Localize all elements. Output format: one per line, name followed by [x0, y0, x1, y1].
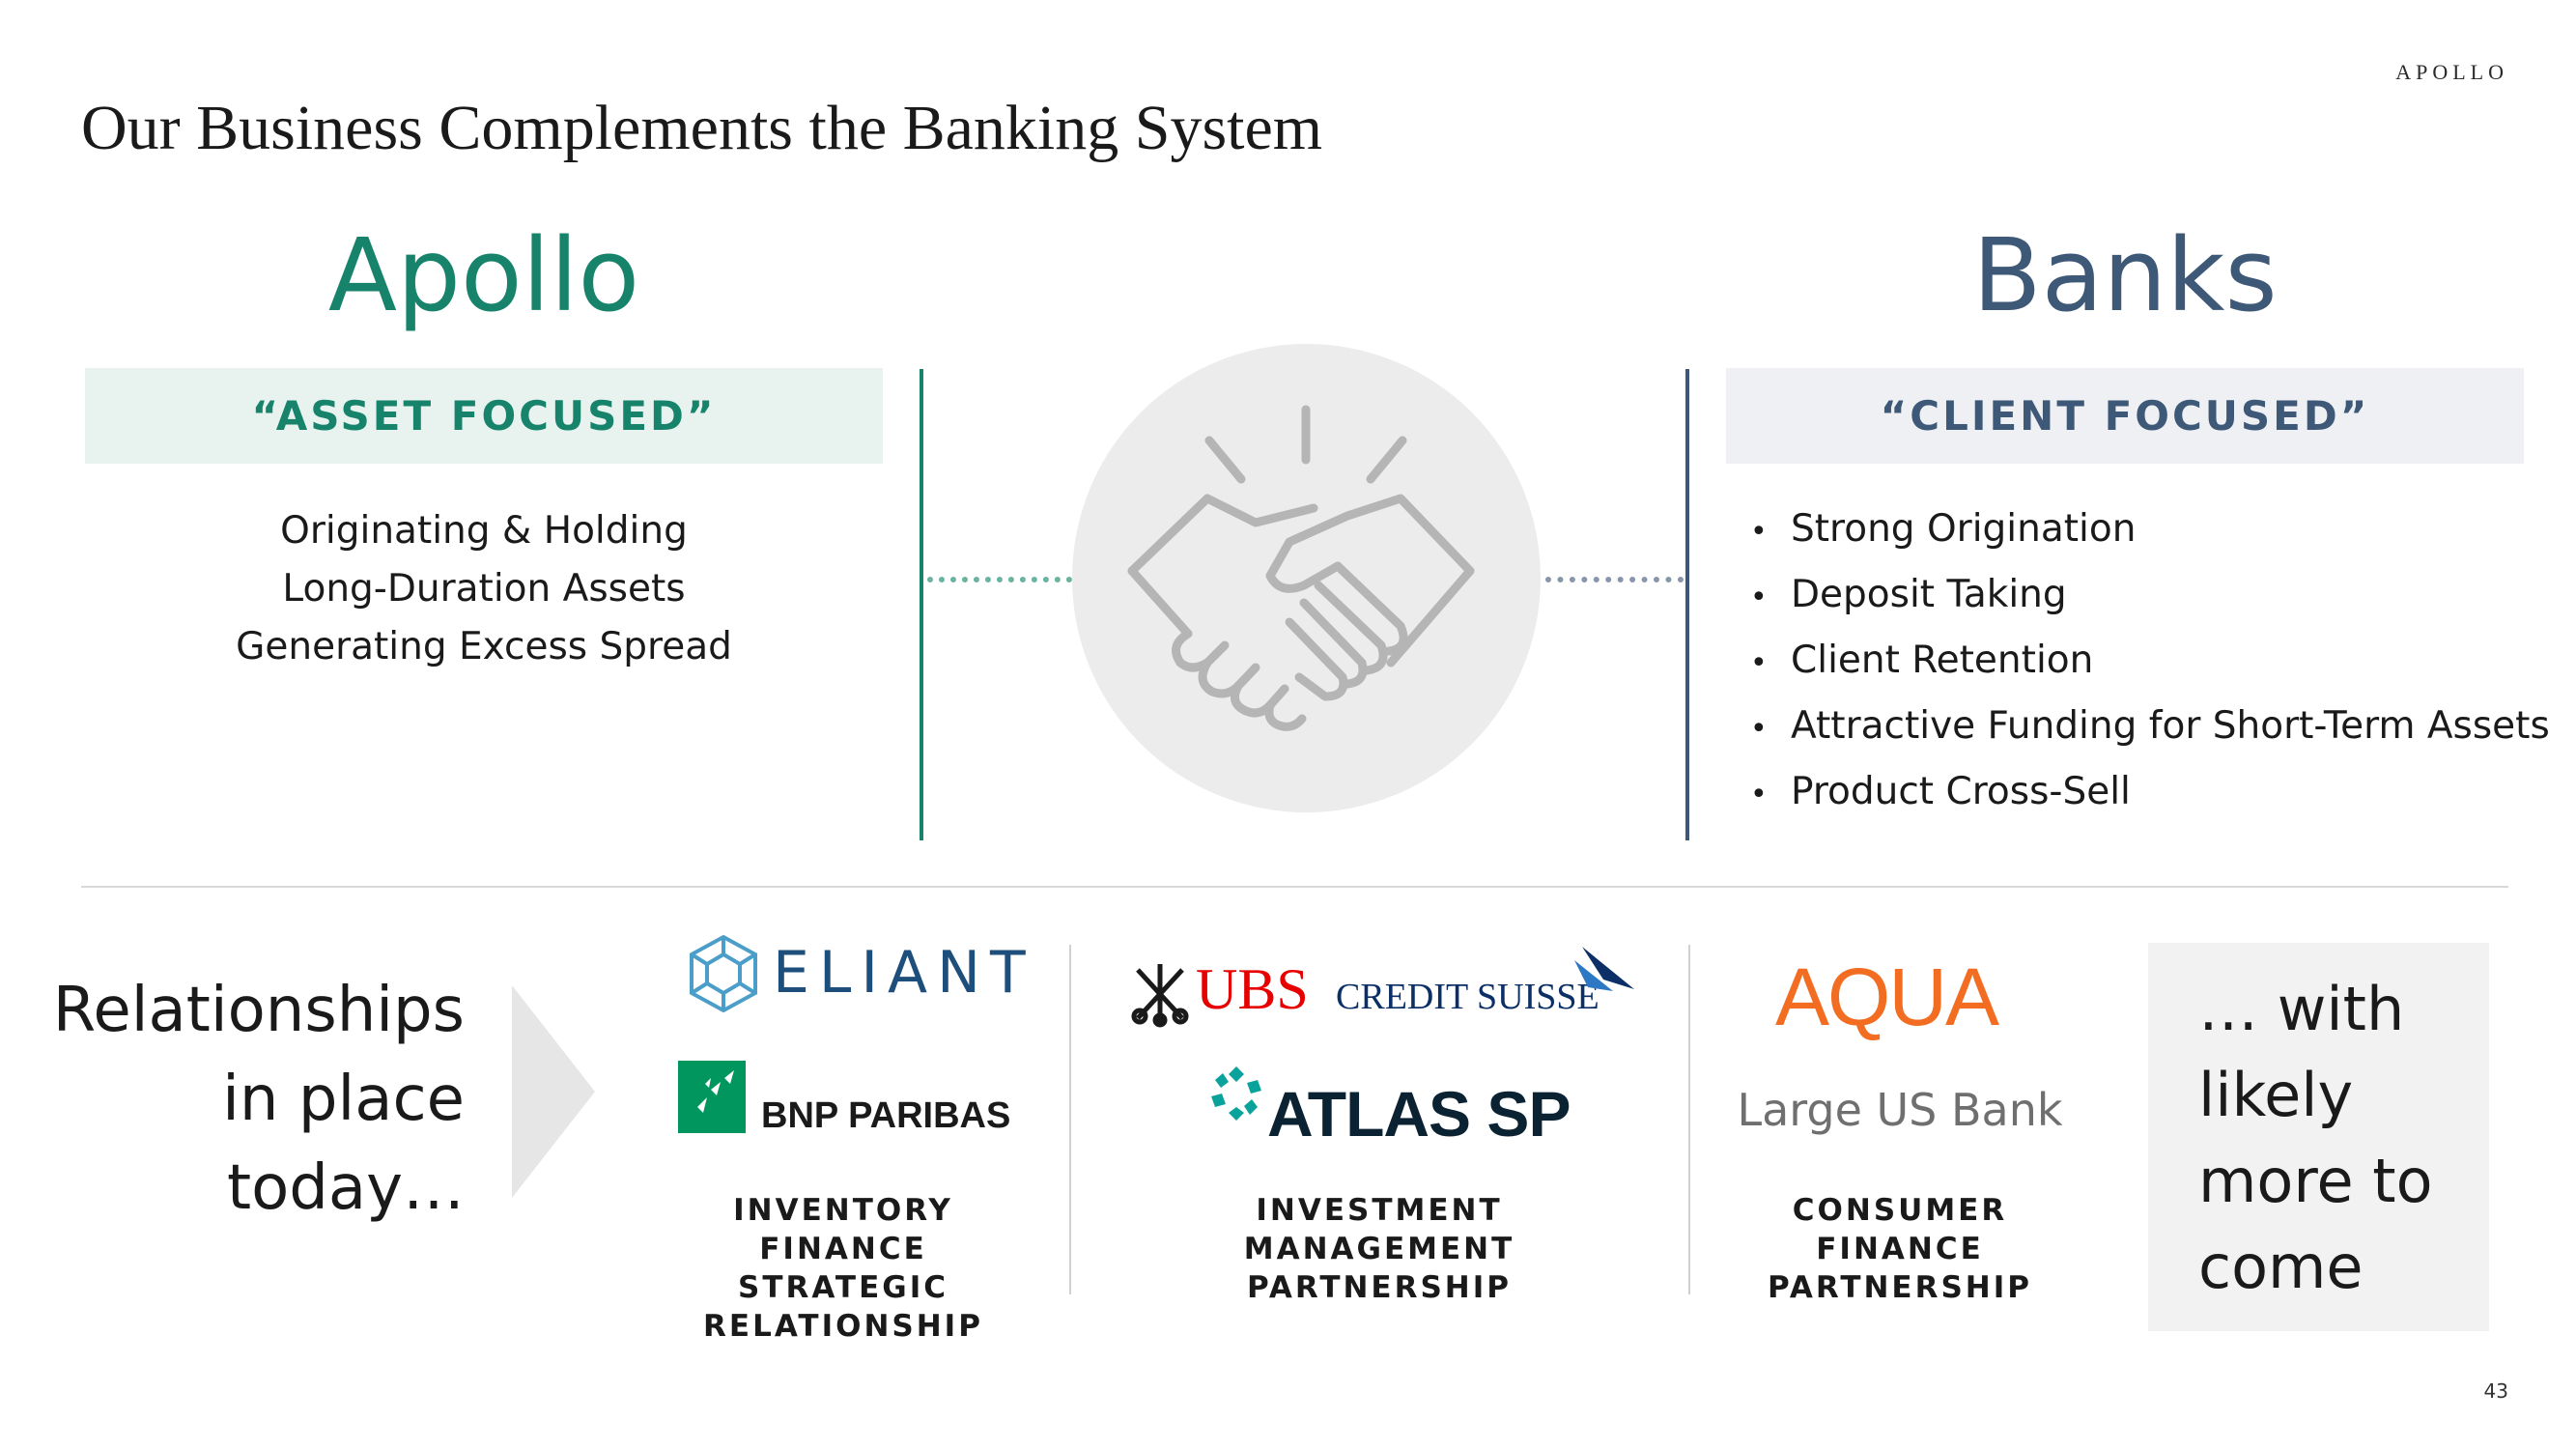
banks-vertical-rule [1685, 369, 1689, 840]
relationships-line: in place [222, 1064, 465, 1135]
page-number: 43 [2483, 1379, 2508, 1403]
right-dotted-connector [1545, 577, 1684, 582]
apollo-description: Originating & Holding Long-Duration Asse… [85, 502, 883, 676]
group-separator [1069, 945, 1071, 1294]
aqua-logo: AQUA [1775, 952, 1999, 1042]
eliant-logo: ELIANT [773, 939, 1035, 1007]
credit-suisse-logo: CREDIT SUISSE [1336, 977, 1599, 1017]
apollo-line: Originating & Holding [280, 509, 688, 553]
eliant-logo-mark [690, 934, 757, 1013]
investment-management-caption: INVESTMENT MANAGEMENT PARTNERSHIP [1243, 1193, 1515, 1305]
bank-bullet: Product Cross-Sell [1750, 763, 2550, 829]
bank-bullet: Strong Origination [1750, 500, 2550, 566]
credit-suisse-sails-icon [1574, 947, 1634, 991]
more-to-come-box: … with likely more to come [2148, 943, 2489, 1331]
client-focused-label: “CLIENT FOCUSED” [1880, 392, 2370, 440]
ubs-keys-icon [1131, 964, 1189, 1028]
inventory-finance-caption: INVENTORY FINANCE STRATEGIC RELATIONSHIP [703, 1193, 983, 1344]
atlas-sp-logo: ATLAS SP [1267, 1078, 1571, 1150]
bank-bullet: Attractive Funding for Short-Term Assets [1750, 697, 2550, 763]
relationships-line: today… [227, 1152, 465, 1224]
handshake-icon [1127, 405, 1475, 731]
more-to-come-text: … with likely more to come [2198, 974, 2433, 1302]
asset-focused-label: “ASSET FOCUSED” [251, 392, 717, 440]
large-us-bank-label: Large US Bank [1737, 1084, 2063, 1136]
bank-bullet: Client Retention [1750, 632, 2550, 697]
bnp-paribas-logo-mark [678, 1061, 746, 1133]
relationships-heading: Relationships in place today… [53, 966, 465, 1233]
slide-title: Our Business Complements the Banking Sys… [81, 93, 1323, 163]
banks-bullet-list: Strong Origination Deposit Taking Client… [1750, 500, 2550, 829]
client-focused-band: “CLIENT FOCUSED” [1726, 368, 2524, 464]
consumer-finance-caption: CONSUMER FINANCE PARTNERSHIP [1767, 1193, 2032, 1305]
left-dotted-connector [927, 577, 1072, 582]
atlas-sp-logo-mark [1211, 1066, 1261, 1121]
handshake-circle [1072, 344, 1541, 812]
section-divider [81, 886, 2508, 888]
apollo-line: Long-Duration Assets [282, 567, 686, 611]
apollo-vertical-rule [920, 369, 923, 840]
group-separator [1688, 945, 1690, 1294]
asset-focused-band: “ASSET FOCUSED” [85, 368, 883, 464]
bank-bullet: Deposit Taking [1750, 566, 2550, 632]
bnp-paribas-logo: BNP PARIBAS [761, 1095, 1011, 1136]
apollo-heading: Apollo [327, 216, 640, 334]
chevron-right-icon [512, 985, 595, 1198]
apollo-line: Generating Excess Spread [236, 625, 732, 668]
ubs-logo: UBS [1196, 957, 1309, 1021]
star-bird-icon [697, 1070, 734, 1113]
relationships-line: Relationships [52, 975, 465, 1046]
banks-heading: Banks [1972, 216, 2278, 334]
brand-wordmark: APOLLO [2395, 60, 2508, 84]
